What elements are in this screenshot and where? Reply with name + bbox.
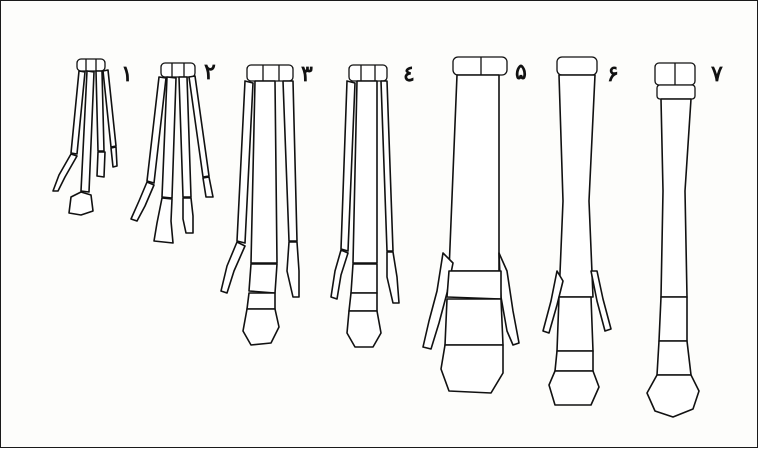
foot-stage-1: ١ [53,59,133,215]
foot-stage-7: ٧ [647,61,723,417]
label-stage-1: ١ [121,61,133,87]
label-stage-6: ۶ [607,61,619,87]
label-stage-2: ٢ [204,59,216,85]
label-stage-5: ۵ [515,59,527,85]
label-stage-7: ٧ [710,61,723,87]
foot-stage-3: ٣ [221,61,313,345]
foot-stage-4: ٤ [331,61,415,347]
label-stage-4: ٤ [403,61,415,87]
foot-stage-2: ٢ [131,59,216,243]
foot-stage-6: ۶ [543,57,619,405]
foot-stage-5: ۵ [423,57,527,393]
label-stage-3: ٣ [301,61,313,87]
